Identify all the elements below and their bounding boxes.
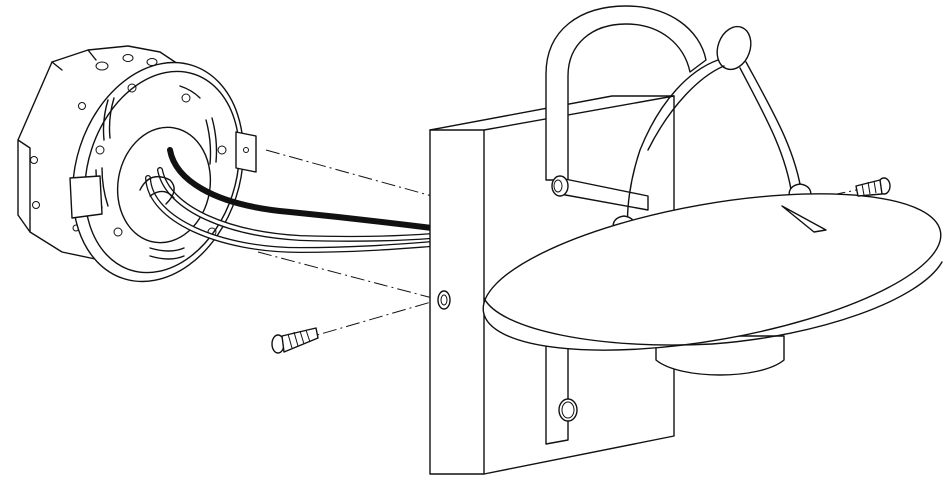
screw-left: [271, 327, 319, 354]
shade: [482, 193, 943, 376]
mounting-screws: [271, 177, 891, 354]
wires: [139, 147, 435, 254]
arm-loop: [545, 5, 707, 445]
screw-right: [855, 177, 891, 197]
